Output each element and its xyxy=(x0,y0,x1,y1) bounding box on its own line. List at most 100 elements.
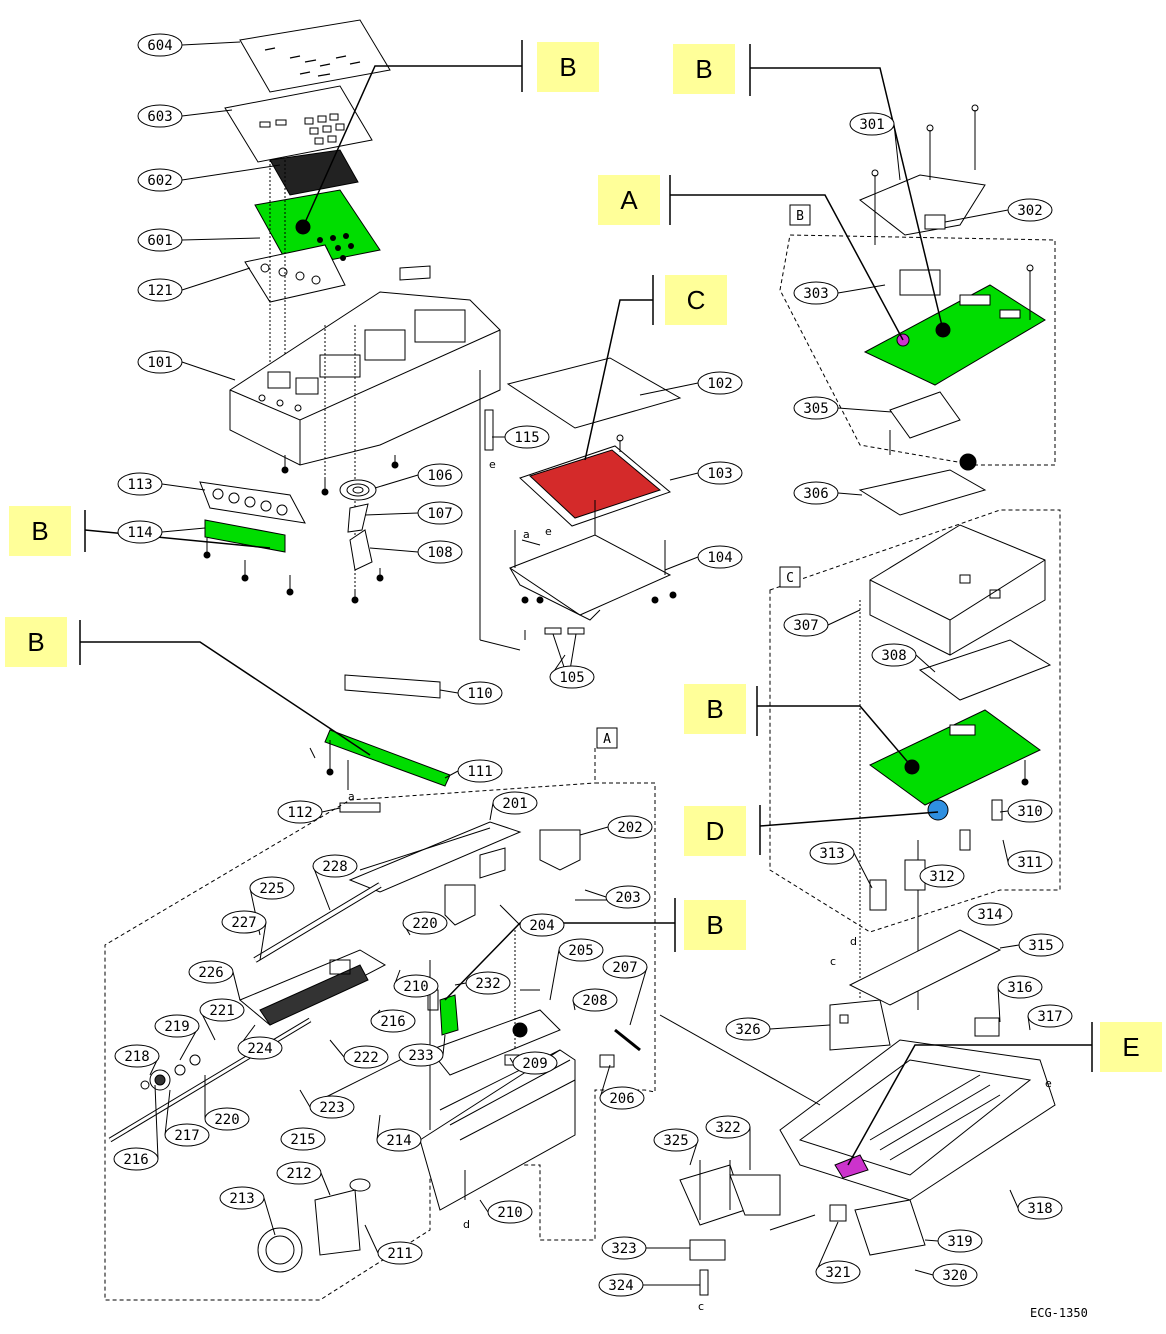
svg-text:302: 302 xyxy=(1017,203,1042,219)
part-label-202: 202 xyxy=(579,815,653,839)
rollers-225 xyxy=(108,882,382,1143)
part-label-312: 312 xyxy=(919,864,965,888)
leader-line-0 xyxy=(302,65,522,228)
svg-text:303: 303 xyxy=(803,286,828,302)
leader-line-2 xyxy=(670,194,904,341)
part-label-321: 321 xyxy=(815,1221,861,1284)
part-label-111: 111 xyxy=(444,759,503,783)
callout-b-left-lower: B xyxy=(5,617,67,667)
part-label-210: 210 xyxy=(479,1199,533,1224)
part-label-220: 220 xyxy=(204,1075,250,1131)
box-B-outline xyxy=(779,234,1056,466)
lcd-103 xyxy=(519,434,671,527)
svg-text:322: 322 xyxy=(715,1120,740,1136)
svg-text:222: 222 xyxy=(353,1050,378,1066)
speaker-106 xyxy=(339,479,377,501)
base-318 xyxy=(779,1039,1056,1201)
part-label-318: 318 xyxy=(1009,1189,1063,1220)
svg-text:210: 210 xyxy=(497,1205,522,1221)
part-label-320: 320 xyxy=(914,1263,978,1287)
callout-d: D xyxy=(684,806,746,856)
callout-b-top-right: B xyxy=(673,44,735,94)
svg-text:215: 215 xyxy=(290,1132,315,1148)
svg-text:220: 220 xyxy=(214,1112,239,1128)
part-label-604: 604 xyxy=(137,33,241,57)
part-324 xyxy=(699,1269,709,1296)
part-323 xyxy=(689,1239,726,1261)
callout-e: E xyxy=(1100,1022,1162,1072)
part-label-303: 303 xyxy=(793,281,886,305)
part-label-601: 601 xyxy=(137,228,261,252)
part-label-307: 307 xyxy=(783,609,861,637)
svg-text:113: 113 xyxy=(127,477,152,493)
svg-text:216: 216 xyxy=(123,1152,148,1168)
svg-text:321: 321 xyxy=(825,1265,850,1281)
svg-text:C: C xyxy=(786,571,794,586)
svg-text:105: 105 xyxy=(559,670,584,686)
svg-text:233: 233 xyxy=(408,1048,433,1064)
board-111 xyxy=(309,729,451,787)
svg-text:602: 602 xyxy=(147,173,172,189)
part-label-217: 217 xyxy=(164,1089,210,1147)
part-label-216: 216 xyxy=(113,1084,159,1171)
section-label-C: C xyxy=(779,566,801,588)
svg-text:114: 114 xyxy=(127,525,152,541)
part-label-105: 105 xyxy=(549,654,595,689)
part-102 xyxy=(506,357,682,429)
part-label-121: 121 xyxy=(137,267,251,302)
part-label-227: 227 xyxy=(221,910,267,961)
svg-text:310: 310 xyxy=(1017,804,1042,820)
part-313 xyxy=(869,879,887,911)
part-label-308: 308 xyxy=(871,643,936,673)
svg-text:225: 225 xyxy=(259,881,284,897)
motor-213 xyxy=(257,1178,371,1273)
part-label-322: 322 xyxy=(705,1115,751,1170)
figure-code: ECG-1350 xyxy=(1030,1306,1088,1320)
svg-text:203: 203 xyxy=(615,890,640,906)
button-row-113 xyxy=(199,481,306,524)
svg-text:232: 232 xyxy=(475,976,500,992)
leader-line-7 xyxy=(759,811,939,827)
svg-text:112: 112 xyxy=(287,805,312,821)
part-label-114: 114 xyxy=(117,520,206,544)
part-322 xyxy=(729,1174,781,1216)
part-label-101: 101 xyxy=(137,350,236,381)
leader-line-5 xyxy=(80,641,371,756)
svg-text:204: 204 xyxy=(529,918,554,934)
connection-mark-c: c xyxy=(698,1300,704,1313)
svg-text:108: 108 xyxy=(427,545,452,561)
leader-line-6 xyxy=(757,705,913,768)
part-label-216: 216 xyxy=(370,1009,416,1033)
svg-text:213: 213 xyxy=(229,1191,254,1207)
part-326 xyxy=(829,999,891,1051)
plate-301 xyxy=(859,174,986,236)
connection-mark-e: e xyxy=(1045,1077,1052,1090)
chassis-307 xyxy=(869,524,1046,656)
part-label-311: 311 xyxy=(1002,839,1053,874)
svg-text:318: 318 xyxy=(1027,1201,1052,1217)
svg-text:220: 220 xyxy=(412,916,437,932)
svg-text:212: 212 xyxy=(286,1166,311,1182)
svg-text:209: 209 xyxy=(522,1056,547,1072)
connection-mark-e: e xyxy=(545,525,552,538)
part-206 xyxy=(599,1054,615,1068)
frame-210 xyxy=(419,1049,576,1211)
part-label-106: 106 xyxy=(374,463,463,489)
svg-text:206: 206 xyxy=(609,1091,634,1107)
part-label-208: 208 xyxy=(572,988,618,1012)
section-label-A: A xyxy=(596,727,618,749)
part-label-115: 115 xyxy=(492,425,550,449)
callout-b-right-mid: B xyxy=(684,684,746,734)
part-label-212: 212 xyxy=(276,1161,331,1196)
leader-line-9 xyxy=(847,1044,1092,1166)
svg-text:106: 106 xyxy=(427,468,452,484)
part-label-108: 108 xyxy=(369,540,463,564)
bracket-202 xyxy=(539,829,581,871)
svg-text:217: 217 xyxy=(174,1128,199,1144)
part-label-103: 103 xyxy=(669,461,743,485)
board-310 xyxy=(869,709,1041,821)
frame-104 xyxy=(508,500,677,621)
part-label-110: 110 xyxy=(439,681,503,705)
svg-text:314: 314 xyxy=(977,907,1002,923)
svg-text:307: 307 xyxy=(793,618,818,634)
